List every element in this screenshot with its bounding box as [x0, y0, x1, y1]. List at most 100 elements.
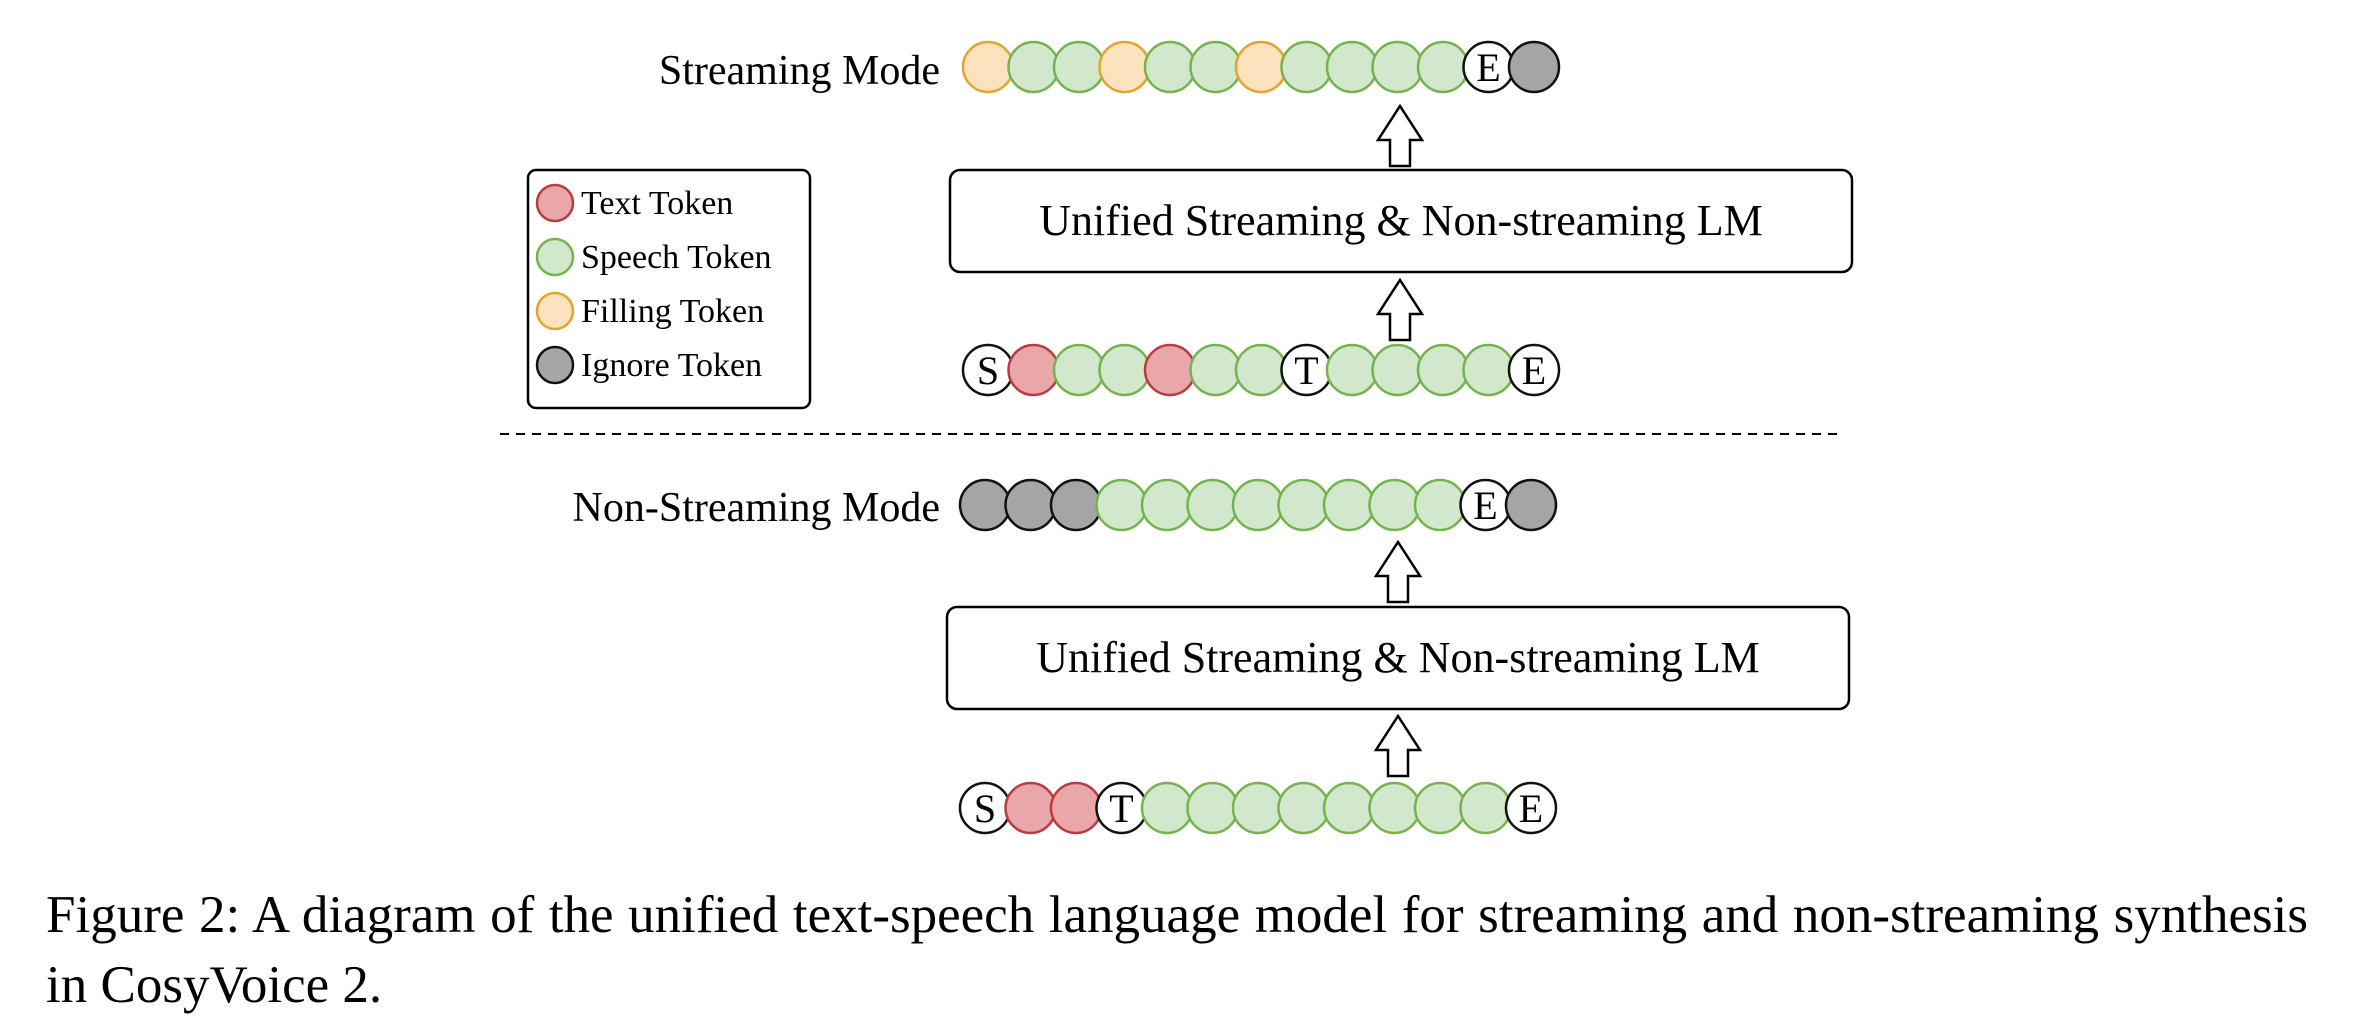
legend-label: Text Token [581, 185, 733, 222]
streaming-lm-box [948, 168, 1854, 274]
text-token-circle [1007, 343, 1060, 397]
speech-token-circle [1371, 40, 1424, 94]
speech-token-circle [1231, 781, 1285, 835]
speech-token-circle [1277, 478, 1330, 532]
text-token [1007, 343, 1060, 397]
speech-token-circle [1413, 478, 1467, 532]
speech-token [1186, 478, 1239, 532]
speech-token-circle [1325, 343, 1379, 397]
speech-token-circle [1322, 781, 1376, 835]
token-letter: E [1522, 348, 1546, 393]
special-token: E [1462, 40, 1515, 94]
speech-token [1416, 343, 1470, 397]
streaming-lm-label: Unified Streaming & Non-streaming LM [1039, 196, 1762, 245]
arrow-up-icon [1373, 539, 1423, 604]
token-letter: E [1519, 786, 1543, 831]
filling-token-circle [1234, 40, 1288, 94]
speech-token-circle [1416, 40, 1470, 94]
speech-token-circle [1189, 343, 1242, 397]
legend-item-ignore: Ignore Token [535, 345, 762, 385]
speech-token-circle [1459, 781, 1512, 835]
filling-swatch [535, 291, 575, 331]
special-token: E [1504, 781, 1558, 835]
text-token-circle [1004, 781, 1057, 835]
filling-token [961, 40, 1015, 94]
ignore-token-circle [958, 478, 1012, 532]
speech-token [1140, 478, 1194, 532]
speech-token-circle [1280, 40, 1333, 94]
ignore-token-circle [1049, 478, 1103, 532]
speech-token-circle [1462, 343, 1515, 397]
non-streaming-lm-label: Unified Streaming & Non-streaming LM [1036, 633, 1759, 682]
speech-token-circle [1143, 40, 1197, 94]
legend-label: Filling Token [581, 293, 764, 330]
special-token: S [958, 781, 1012, 835]
speech-token [1186, 781, 1239, 835]
legend-box [526, 168, 812, 410]
speech-token [1325, 343, 1379, 397]
speech-token-circle [1368, 781, 1421, 835]
text-token [1143, 343, 1197, 397]
speech-token-circle [1052, 343, 1106, 397]
token-letter: E [1473, 483, 1497, 528]
speech-token-circle [1416, 343, 1470, 397]
speech-token [1371, 40, 1424, 94]
speech-token [1231, 478, 1285, 532]
streaming-section: Streaming Mode E Unified Streaming & Non… [659, 40, 1854, 397]
non-streaming-section: Non-Streaming Mode E Unified Streaming &… [573, 478, 1851, 835]
text-token-circle [1143, 343, 1197, 397]
speech-token-circle [1098, 343, 1151, 397]
text-token [1004, 781, 1057, 835]
speech-token [1052, 343, 1106, 397]
speech-token-circle [1277, 781, 1330, 835]
ignore-token [1507, 40, 1561, 94]
speech-token [1140, 781, 1194, 835]
token-letter: S [977, 348, 999, 393]
streaming-output-tokens: E [961, 40, 1561, 94]
token-letter: T [1109, 786, 1133, 831]
token-letter: T [1294, 348, 1318, 393]
speech-token-circle [1007, 40, 1060, 94]
speech-token [1277, 781, 1330, 835]
legend-item-speech: Speech Token [535, 237, 772, 277]
speech-token [1322, 781, 1376, 835]
ignore-token-circle [1004, 478, 1057, 532]
speech-token [1098, 343, 1151, 397]
speech-token-circle [1371, 343, 1424, 397]
text-token-circle [1049, 781, 1103, 835]
speech-token [1413, 781, 1467, 835]
speech-token [1322, 478, 1376, 532]
speech-swatch [535, 237, 575, 277]
token-letter: S [974, 786, 996, 831]
arrow-up-icon [1375, 103, 1425, 168]
speech-token-circle [1052, 40, 1106, 94]
speech-token-circle [1140, 478, 1194, 532]
figure-caption: Figure 2: A diagram of the unified text-… [46, 886, 2308, 1014]
speech-token-circle [1368, 478, 1421, 532]
filling-token [1098, 40, 1151, 94]
special-token-circle [1507, 343, 1561, 397]
speech-token [1371, 343, 1424, 397]
streaming-mode-label: Streaming Mode [659, 48, 940, 94]
ignore-token-circle [1507, 40, 1561, 94]
arrow-up-icon [1375, 277, 1425, 342]
speech-token [1413, 478, 1467, 532]
special-token: S [961, 343, 1015, 397]
ignore-token [958, 478, 1012, 532]
speech-token-circle [1322, 478, 1376, 532]
token-letter: E [1476, 45, 1500, 90]
speech-token-circle [1140, 781, 1194, 835]
speech-token [1052, 40, 1106, 94]
ignore-token [1049, 478, 1103, 532]
speech-token-circle [1325, 40, 1379, 94]
special-token: T [1280, 343, 1333, 397]
ignore-swatch [535, 345, 575, 385]
legend-label: Ignore Token [581, 347, 762, 384]
filling-token-circle [961, 40, 1015, 94]
legend-label: Speech Token [581, 239, 772, 276]
speech-token [1095, 478, 1148, 532]
